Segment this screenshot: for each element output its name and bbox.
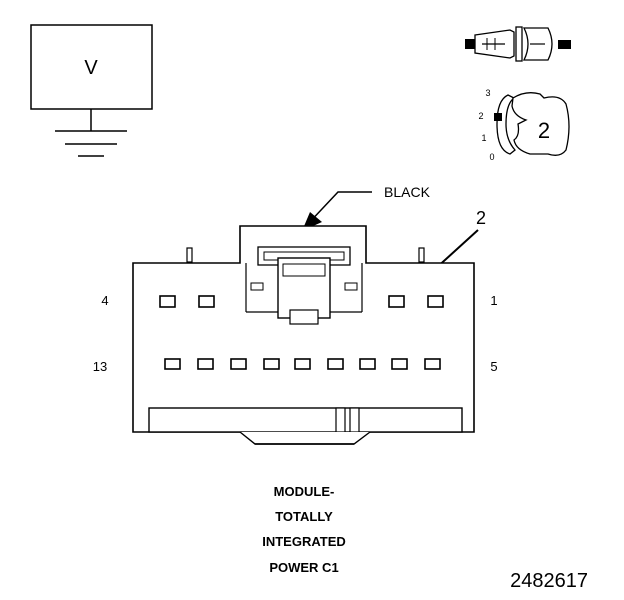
cavity-9 — [294, 358, 311, 370]
selector-position-0: 0 — [489, 152, 494, 162]
caption-line: INTEGRATED — [262, 534, 346, 549]
cavity-2 — [388, 295, 405, 308]
pin-label-bottom-left: 13 — [93, 359, 107, 374]
connector-body — [132, 225, 475, 445]
caption-line: POWER C1 — [269, 560, 338, 575]
color-label-leader: BLACK — [302, 184, 431, 231]
cavity-12 — [197, 358, 214, 370]
cavity-1 — [427, 295, 444, 308]
selector-position-1: 1 — [481, 133, 486, 143]
cavity-3 — [198, 295, 215, 308]
cavity-4 — [159, 295, 176, 308]
voltmeter-symbol: V — [30, 24, 153, 157]
cavity-13 — [164, 358, 181, 370]
cavity-8 — [327, 358, 344, 370]
cavity-11 — [230, 358, 247, 370]
pin-label-top-right: 1 — [490, 293, 497, 308]
cavity-7 — [359, 358, 376, 370]
pin-callout-label: 2 — [476, 208, 486, 228]
connector-latch — [245, 246, 363, 325]
figure-id: 2482617 — [510, 570, 588, 592]
selector-setting-value: 2 — [538, 118, 550, 143]
cavity-5 — [424, 358, 441, 370]
selector-position-3: 3 — [485, 88, 490, 98]
probe-icon — [465, 26, 571, 62]
caption-line: MODULE- — [274, 484, 335, 499]
connector-color-label: BLACK — [384, 184, 431, 200]
cavity-10 — [263, 358, 280, 370]
caption: MODULE- TOTALLY INTEGRATED POWER C1 — [262, 484, 346, 575]
voltmeter-label: V — [84, 57, 98, 79]
pin-label-bottom-right: 5 — [490, 359, 497, 374]
selector-position-2: 2 — [478, 111, 483, 121]
pin-label-top-left: 4 — [101, 293, 108, 308]
ground-icon — [55, 130, 127, 157]
caption-line: TOTALLY — [275, 509, 333, 524]
selector-dial-icon: 3 2 1 0 2 — [478, 88, 570, 162]
cavity-6 — [391, 358, 408, 370]
